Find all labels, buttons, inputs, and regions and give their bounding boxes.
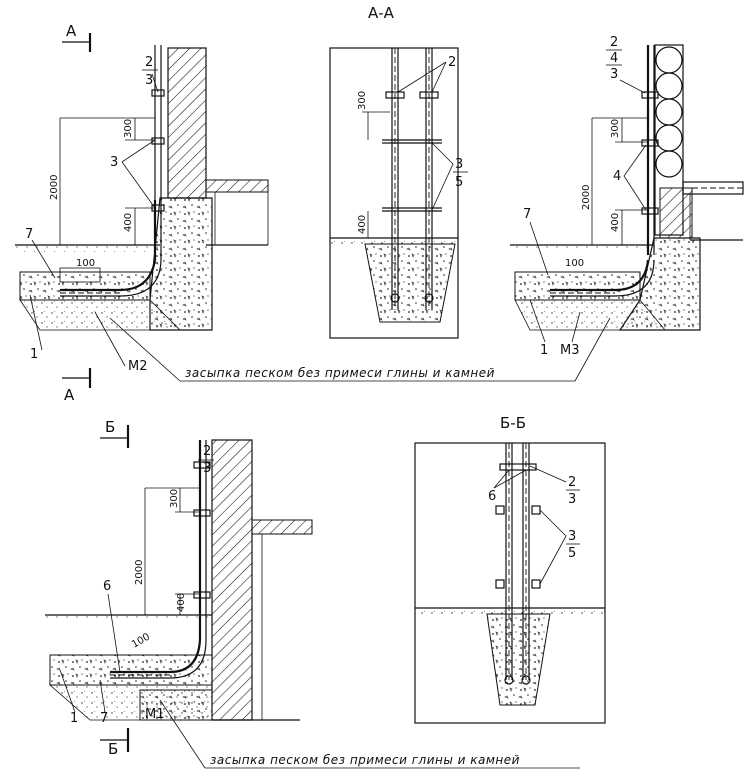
dim-400-tl: 400 [123,213,134,232]
dim-300-aa: 300 [357,91,368,110]
callout-3-aa: 3 [455,157,463,172]
callout-7-tr: 7 [523,207,531,222]
callout-m3: М3 [560,343,580,358]
dim-100-tr: 100 [565,258,584,269]
callout-3-tl-b: 3 [110,155,118,170]
backfill-note-top-text: засыпка песком без примеси глины и камне… [185,366,495,380]
callout-3-tl-a: 3 [145,73,153,88]
dim-300-bl: 300 [169,489,180,508]
dim-2000-bl: 2000 [134,560,145,585]
callout-6-bl: 6 [103,579,111,594]
callout-5-aa: 5 [455,175,463,190]
backfill-note-bottom-text: засыпка песком без примеси глины и камне… [210,753,520,767]
callout-3-bl: 3 [203,461,211,476]
callout-7-bl: 7 [100,711,108,726]
view-bottom-left: Б 2000 300 400 100 2 [45,418,313,758]
cut-marker-a-bottom: А [64,386,75,404]
dim-400-bl: 400 [176,593,187,612]
callout-7-tl: 7 [25,227,33,242]
callout-1-bl: 1 [70,711,78,726]
dim-100-bl: 100 [130,632,152,651]
dim-100-tl: 100 [76,258,95,269]
section-title-bb: Б-Б [500,414,526,432]
callout-m1: М1 [145,707,165,722]
section-title-aa: А-А [368,4,395,22]
callout-3-bb-a: 3 [568,492,576,507]
callout-2-tr: 2 [610,35,618,50]
callout-m2: М2 [128,359,148,374]
callout-6-bb: 6 [488,489,496,504]
dim-2000-tl: 2000 [49,175,60,200]
dim-300-tl: 300 [123,119,134,138]
view-top-left: А 2000 300 400 100 [15,22,269,404]
callout-2-bb: 2 [568,475,576,490]
callout-5-bb: 5 [568,546,576,561]
callout-3-tr: 3 [610,67,618,82]
callout-2-bl: 2 [203,444,211,459]
callout-2-tl: 2 [145,55,153,70]
dim-300-tr: 300 [610,119,621,138]
cut-marker-b-top: Б [105,418,115,436]
dim-400-aa: 400 [357,215,368,234]
callout-1-tr: 1 [540,343,548,358]
cut-marker-b-bottom: Б [108,740,118,758]
view-section-bb: Б-Б 6 2 3 3 5 [414,414,606,724]
dim-400-tr: 400 [610,213,621,232]
cut-marker-a-top: А [66,22,77,40]
callout-4-tr-a: 4 [610,51,618,66]
callout-2-aa: 2 [448,55,456,70]
backfill-note-top: засыпка песком без примеси глины и камне… [109,317,611,382]
view-section-aa: А-А 300 400 2 3 5 [329,4,468,339]
callout-3-bb-b: 3 [568,529,576,544]
callout-1-tl: 1 [30,347,38,362]
view-top-right: 2000 300 400 100 2 4 3 4 7 1 М3 [510,35,744,358]
callout-4-tr-b: 4 [613,169,621,184]
dim-2000-tr: 2000 [581,185,592,210]
backfill-note-bottom: засыпка песком без примеси глины и камне… [159,699,580,769]
